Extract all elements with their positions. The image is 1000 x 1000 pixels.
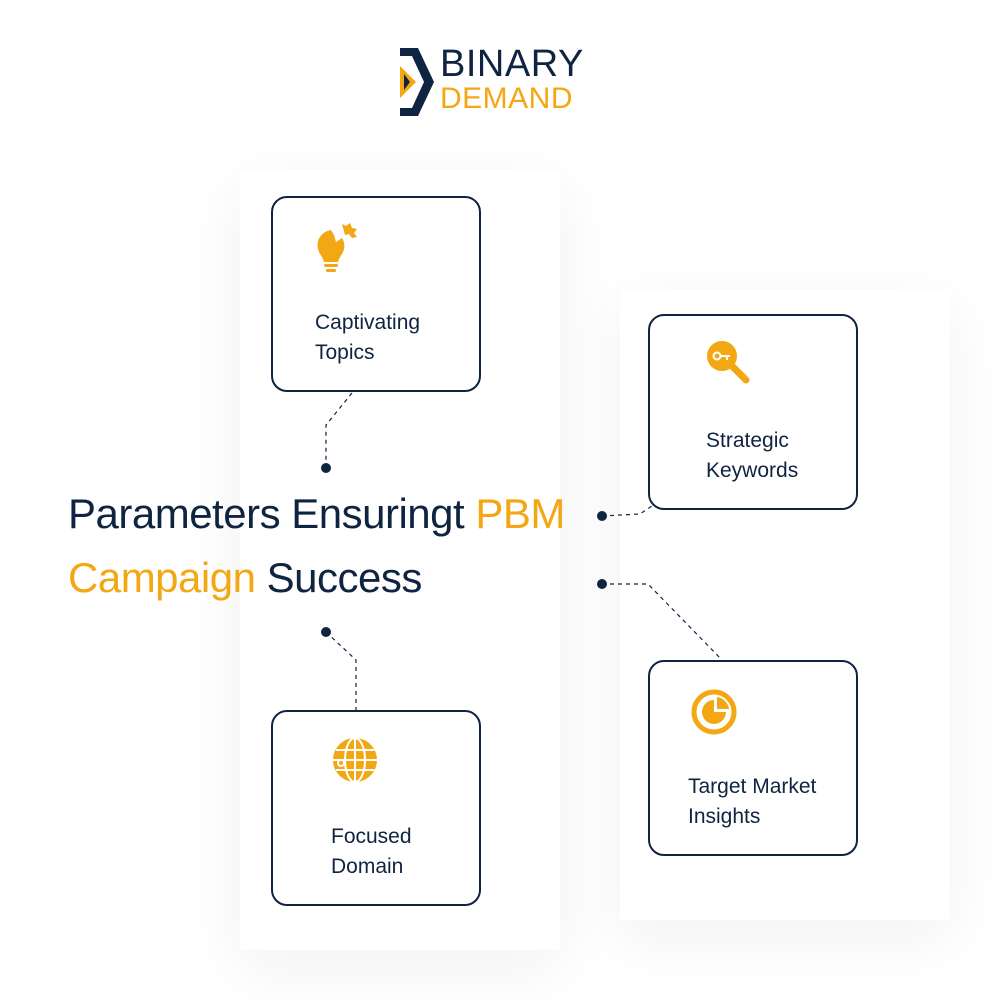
title-part-2: PBM: [475, 490, 565, 537]
connector-market: [602, 583, 723, 661]
globe-icon: [333, 737, 377, 783]
logo-mark-icon: [400, 48, 434, 116]
title-line-2: Campaign Success: [68, 554, 422, 602]
title-part-1: Parameters Ensuringt: [68, 490, 476, 537]
pie-chart-icon: [691, 689, 737, 735]
logo-text-binary: BINARY: [440, 43, 584, 85]
dot-domain: [321, 627, 331, 637]
title-part-4: Success: [255, 554, 423, 601]
dot-captivating: [321, 463, 331, 473]
card-focused-domain: Focused Domain: [271, 710, 481, 906]
connector-domain: [325, 631, 357, 712]
card-label-domain: Focused Domain: [331, 825, 412, 878]
title-line-1: Parameters Ensuringt PBM: [68, 490, 565, 538]
card-label-market: Target Market Insights: [688, 775, 817, 828]
binary-demand-logo: BINARY DEMAND: [398, 44, 608, 120]
dot-keywords: [597, 511, 607, 521]
logo-text-demand: DEMAND: [440, 82, 574, 115]
key-search-icon: [707, 341, 750, 384]
lightbulb-icon: [317, 223, 357, 272]
card-label-keywords: Strategic Keywords: [706, 429, 799, 482]
dot-market: [597, 579, 607, 589]
card-label-captivating: Captivating Topics: [315, 311, 421, 364]
connector-captivating: [325, 392, 353, 466]
card-captivating-topics: Captivating Topics: [271, 196, 481, 392]
connector-keywords: [601, 501, 659, 517]
card-strategic-keywords: Strategic Keywords: [648, 314, 858, 510]
title-part-3: Campaign: [68, 554, 256, 601]
card-target-market-insights: Target Market Insights: [648, 660, 858, 856]
